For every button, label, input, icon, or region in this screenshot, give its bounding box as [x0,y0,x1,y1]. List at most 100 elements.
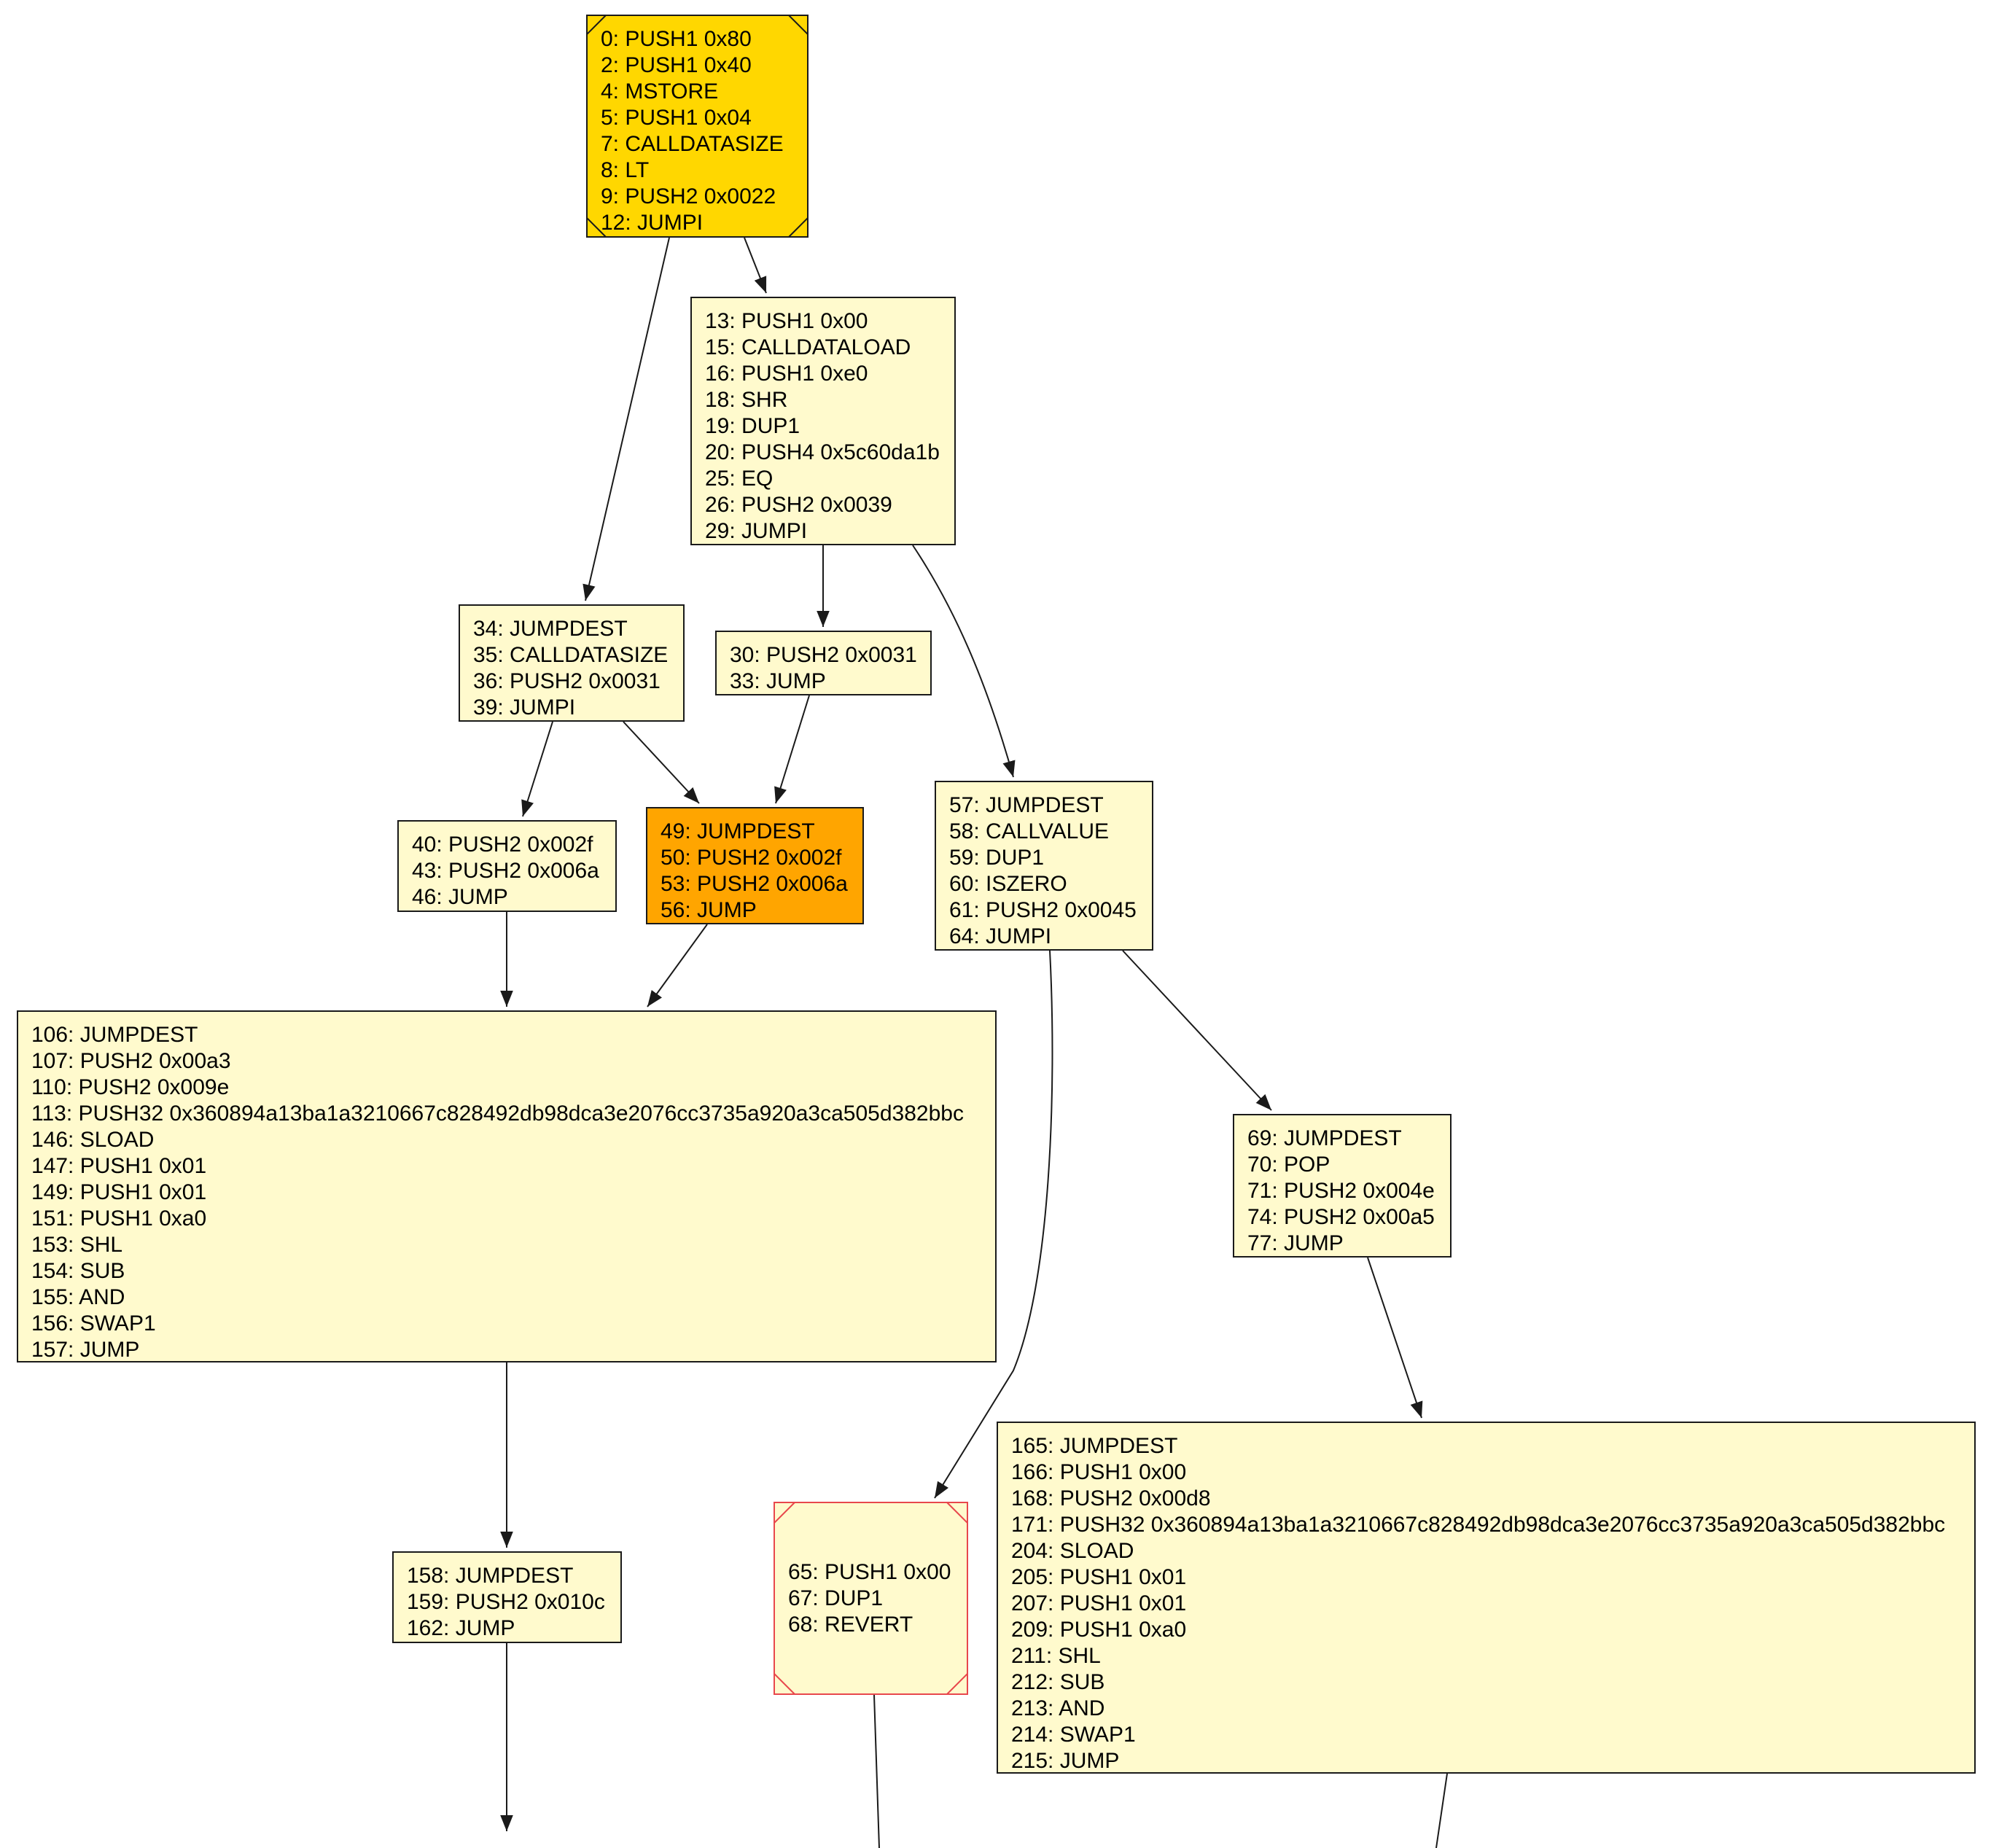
instruction-line: 69: JUMPDEST [1247,1126,1402,1150]
instruction-line: 214: SWAP1 [1011,1723,1136,1747]
edge-n57-to-n65 [934,950,1053,1499]
instruction-line: 34: JUMPDEST [473,617,628,641]
instruction-line: 2: PUSH1 0x40 [601,53,752,77]
instruction-line: 7: CALLDATASIZE [601,132,784,156]
instruction-line: 50: PUSH2 0x002f [661,846,842,870]
instruction-line: 60: ISZERO [949,872,1067,896]
instruction-line: 212: SUB [1011,1670,1105,1694]
instruction-line: 168: PUSH2 0x00d8 [1011,1486,1211,1510]
instruction-line: 77: JUMP [1247,1231,1344,1255]
edge-n0-to-n13 [744,237,767,294]
instruction-line: 113: PUSH32 0x360894a13ba1a3210667c82849… [31,1102,964,1126]
instruction-line: 159: PUSH2 0x010c [407,1590,605,1614]
instruction-line: 43: PUSH2 0x006a [412,859,599,883]
instruction-line: 154: SUB [31,1259,125,1283]
edge-n65-to-continues-below [873,1694,880,1848]
instruction-line: 209: PUSH1 0xa0 [1011,1618,1187,1642]
instruction-line: 25: EQ [705,467,774,491]
instruction-line: 106: JUMPDEST [31,1023,198,1047]
instruction-line: 149: PUSH1 0x01 [31,1180,207,1204]
instruction-line: 29: JUMPI [705,519,808,543]
instruction-line: 157: JUMP [31,1338,140,1362]
instruction-line: 30: PUSH2 0x0031 [730,643,917,667]
instruction-line: 65: PUSH1 0x00 [788,1559,951,1584]
instruction-line: 68: REVERT [788,1612,913,1637]
corner-marks [586,15,809,238]
edge-n49-to-n106 [647,924,708,1007]
instruction-line: 211: SHL [1011,1644,1101,1668]
instruction-line: 40: PUSH2 0x002f [412,833,593,857]
instruction-line: 205: PUSH1 0x01 [1011,1565,1187,1589]
instruction-line: 107: PUSH2 0x00a3 [31,1049,231,1073]
corner-marks [774,1502,968,1695]
edge-n165-to-continues-below [1435,1773,1448,1848]
instruction-line: 16: PUSH1 0xe0 [705,362,868,386]
instruction-line: 12: JUMPI [601,211,704,235]
instruction-line: 18: SHR [705,388,788,412]
edge-n13-to-n57 [912,545,1016,778]
instruction-line: 74: PUSH2 0x00a5 [1247,1205,1435,1229]
instruction-line: 57: JUMPDEST [949,793,1104,817]
edge-n34-to-n49 [623,721,700,804]
instruction-line: 13: PUSH1 0x00 [705,309,868,333]
instruction-line: 146: SLOAD [31,1128,155,1152]
instruction-line: 204: SLOAD [1011,1539,1134,1563]
instruction-line: 49: JUMPDEST [661,819,815,843]
instruction-line: 15: CALLDATALOAD [705,335,911,359]
instruction-line: 155: AND [31,1285,125,1309]
instruction-line: 56: JUMP [661,898,757,922]
edge-n30-to-n49 [774,695,810,804]
instruction-line: 59: DUP1 [949,846,1045,870]
instruction-line: 33: JUMP [730,669,826,693]
instruction-line: 46: JUMP [412,885,508,909]
instruction-line: 20: PUSH4 0x5c60da1b [705,440,940,464]
instruction-line: 151: PUSH1 0xa0 [31,1206,207,1231]
edge-n34-to-n40 [521,721,553,817]
instruction-line: 147: PUSH1 0x01 [31,1154,207,1178]
instruction-line: 9: PUSH2 0x0022 [601,184,776,208]
instruction-line: 36: PUSH2 0x0031 [473,669,661,693]
instruction-line: 4: MSTORE [601,79,719,104]
instruction-line: 162: JUMP [407,1616,515,1640]
instruction-line: 39: JUMPI [473,695,576,720]
instruction-line: 70: POP [1247,1153,1330,1177]
instruction-line: 156: SWAP1 [31,1311,156,1336]
edge-n69-to-n165 [1367,1257,1423,1419]
edge-n57-to-n69 [1122,950,1272,1111]
instruction-line: 53: PUSH2 0x006a [661,872,848,896]
instruction-line: 158: JUMPDEST [407,1564,574,1588]
instruction-line: 110: PUSH2 0x009e [31,1075,230,1099]
instruction-line: 215: JUMP [1011,1749,1120,1773]
instruction-line: 213: AND [1011,1696,1105,1720]
instruction-line: 64: JUMPI [949,924,1052,948]
instruction-line: 207: PUSH1 0x01 [1011,1591,1187,1615]
instruction-line: 71: PUSH2 0x004e [1247,1179,1435,1203]
instruction-line: 35: CALLDATASIZE [473,643,669,667]
instruction-line: 166: PUSH1 0x00 [1011,1460,1187,1484]
instruction-line: 165: JUMPDEST [1011,1434,1178,1458]
instruction-line: 67: DUP1 [788,1586,884,1610]
instruction-line: 61: PUSH2 0x0045 [949,898,1137,922]
instruction-line: 171: PUSH32 0x360894a13ba1a3210667c82849… [1011,1513,1946,1537]
edge-n0-to-n34 [583,237,670,601]
instruction-line: 8: LT [601,158,650,182]
instruction-line: 26: PUSH2 0x0039 [705,493,892,517]
instruction-line: 153: SHL [31,1233,123,1257]
instruction-line: 5: PUSH1 0x04 [601,106,752,130]
instruction-line: 19: DUP1 [705,414,800,438]
instruction-line: 58: CALLVALUE [949,819,1110,843]
